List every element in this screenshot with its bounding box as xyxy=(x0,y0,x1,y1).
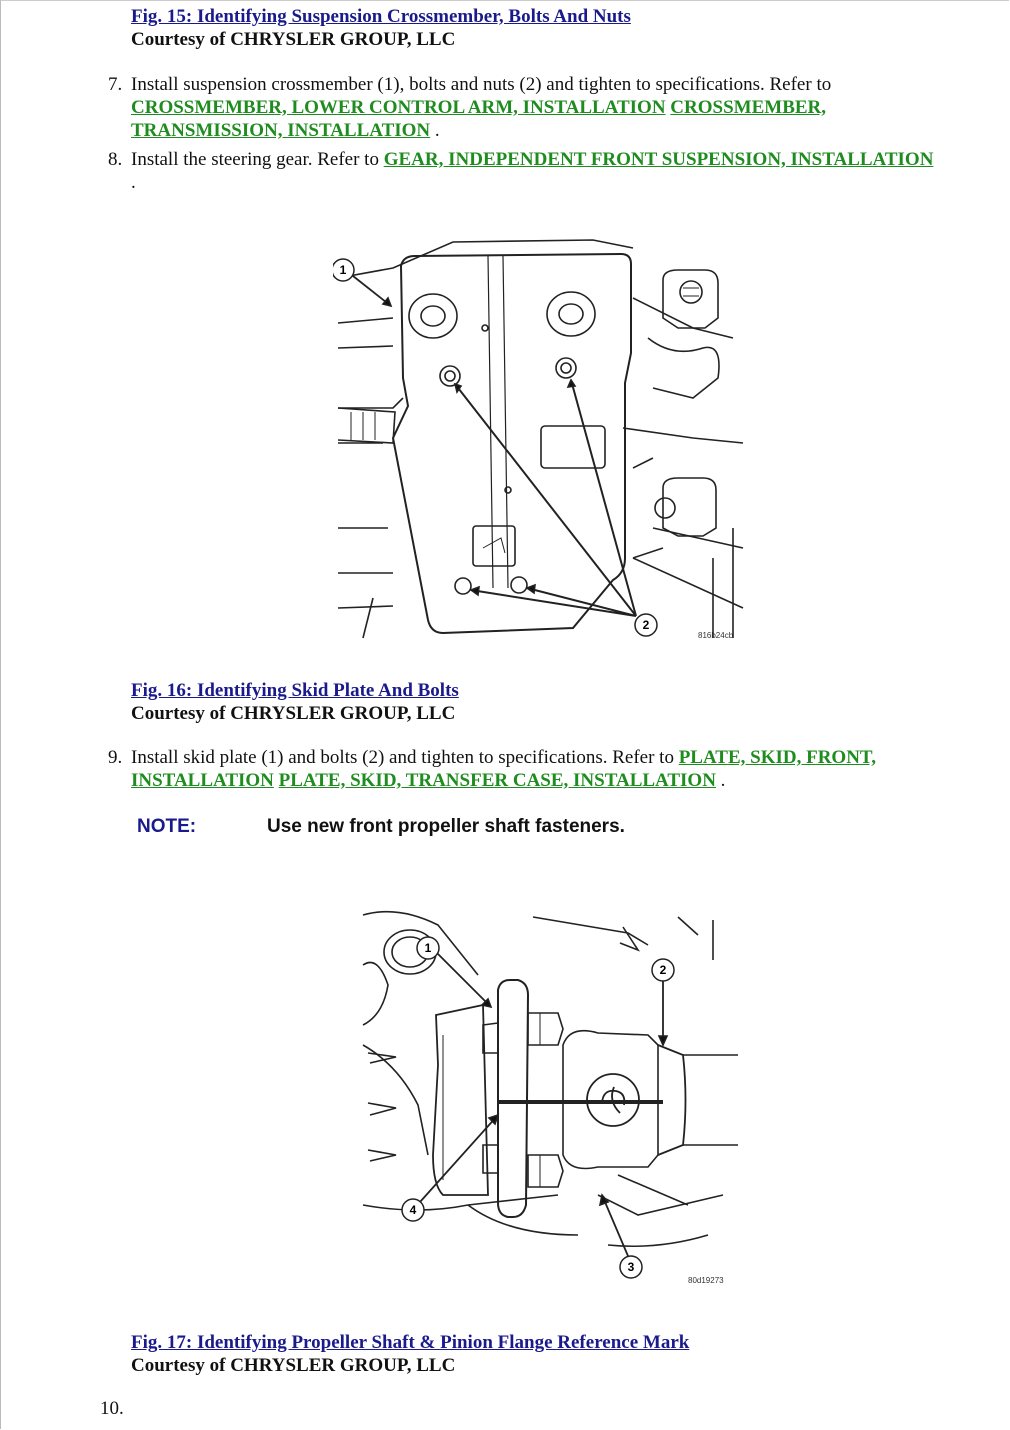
ref-link-crossmember-transmission[interactable]: CROSSMEMBER, TRANSMISSION, INSTALLATION xyxy=(131,97,827,141)
fig17-courtesy: Courtesy of CHRYSLER GROUP, LLC xyxy=(131,1355,456,1376)
step-tail: . xyxy=(430,120,440,141)
note-text: Use new front propeller shaft fasteners. xyxy=(267,816,625,837)
step-8: 8. Install the steering gear. Refer to G… xyxy=(108,148,938,194)
fig17-callout-3: 3 xyxy=(628,1260,635,1274)
fig17-illustration: 1 2 3 4 80d19273 xyxy=(358,905,743,1295)
step-text: Install suspension crossmember (1), bolt… xyxy=(131,74,832,95)
fig15-title-link[interactable]: Fig. 15: Identifying Suspension Crossmem… xyxy=(131,6,631,27)
fig16-callout-2: 2 xyxy=(643,618,650,632)
fig16-callout-1: 1 xyxy=(340,263,347,277)
step-text: Install skid plate (1) and bolts (2) and… xyxy=(131,747,679,768)
fig16-illustration: 1 2 816b24cb xyxy=(333,228,748,648)
step-10-number: 10. xyxy=(100,1398,124,1419)
fig17-title-link[interactable]: Fig. 17: Identifying Propeller Shaft & P… xyxy=(131,1332,690,1353)
fig17-callout-4: 4 xyxy=(410,1203,417,1217)
ref-link-skid-plate-front[interactable]: PLATE, SKID, FRONT, INSTALLATION xyxy=(131,747,876,791)
step-tail: . xyxy=(715,770,726,791)
step-number: 7. xyxy=(108,74,123,95)
step-number: 8. xyxy=(108,149,123,170)
step-9: 9. Install skid plate (1) and bolts (2) … xyxy=(108,746,958,792)
fig16-title-link[interactable]: Fig. 16: Identifying Skid Plate And Bolt… xyxy=(131,680,459,701)
ref-link-skid-plate-transfer-case[interactable]: PLATE, SKID, TRANSFER CASE, INSTALLATION xyxy=(278,770,716,791)
fig15-courtesy: Courtesy of CHRYSLER GROUP, LLC xyxy=(131,29,456,50)
fig17-callout-1: 1 xyxy=(425,941,432,955)
note-label: NOTE: xyxy=(137,816,197,837)
step-number: 9. xyxy=(108,747,123,768)
fig17-callout-2: 2 xyxy=(660,963,667,977)
fig16-code: 816b24cb xyxy=(698,631,734,640)
fig17-code: 80d19273 xyxy=(688,1276,724,1285)
step-7: 7. Install suspension crossmember (1), b… xyxy=(108,73,938,142)
ref-link-steering-gear[interactable]: GEAR, INDEPENDENT FRONT SUSPENSION, INST… xyxy=(383,149,934,170)
step-text: Install the steering gear. Refer to xyxy=(131,149,384,170)
fig16-courtesy: Courtesy of CHRYSLER GROUP, LLC xyxy=(131,703,456,724)
ref-link-crossmember-lower-control-arm[interactable]: CROSSMEMBER, LOWER CONTROL ARM, INSTALLA… xyxy=(131,97,666,118)
step-tail: . xyxy=(131,172,136,193)
